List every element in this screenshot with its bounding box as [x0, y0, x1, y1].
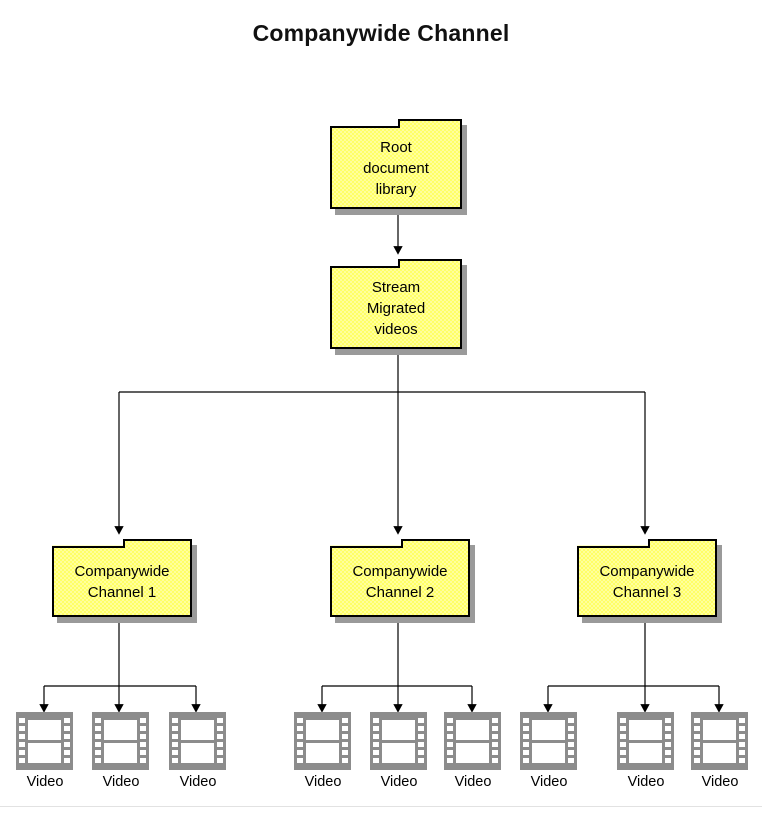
folder-outline [330, 539, 470, 617]
node-label: Companywide Channel 2 [352, 563, 448, 601]
film-strip-icon [617, 712, 674, 770]
bottom-divider [0, 806, 762, 807]
folder-outline [577, 539, 717, 617]
page-title: Companywide Channel [252, 20, 510, 46]
video-label: Video [530, 774, 568, 790]
film-strip-icon [169, 712, 226, 770]
video-label: Video [26, 774, 64, 790]
node-stream-migrated-videos[interactable]: Stream Migrated videos [330, 259, 467, 355]
folder-outline [330, 119, 462, 209]
video-label: Video [380, 774, 418, 790]
node-label: Root document library [363, 138, 429, 198]
node-body [330, 259, 462, 349]
film-strip-icon [16, 712, 73, 770]
folder-outline [330, 259, 462, 349]
film-strip-icon [370, 712, 427, 770]
film-strip-icon [294, 712, 351, 770]
film-strip-icon [691, 712, 748, 770]
video-label: Video [102, 774, 140, 790]
node-companywide-channel-2[interactable]: Companywide Channel 2 [330, 539, 475, 623]
node-label: Companywide Channel 1 [74, 563, 170, 601]
video-label: Video [179, 774, 217, 790]
node-companywide-channel-1[interactable]: Companywide Channel 1 [52, 539, 197, 623]
node-companywide-channel-3[interactable]: Companywide Channel 3 [577, 539, 722, 623]
video-label: Video [454, 774, 492, 790]
folder-outline [52, 539, 192, 617]
film-strip-icon [520, 712, 577, 770]
node-label: Companywide Channel 3 [599, 563, 695, 601]
node-body [577, 539, 717, 617]
video-label: Video [701, 774, 739, 790]
node-root-document-library[interactable]: Root document library [330, 119, 467, 215]
node-body [330, 119, 462, 209]
node-label: Stream Migrated videos [366, 278, 426, 338]
film-strip-icon [92, 712, 149, 770]
node-body [330, 539, 470, 617]
video-label: Video [627, 774, 665, 790]
node-body [52, 539, 192, 617]
video-label: Video [304, 774, 342, 790]
film-strip-icon [444, 712, 501, 770]
